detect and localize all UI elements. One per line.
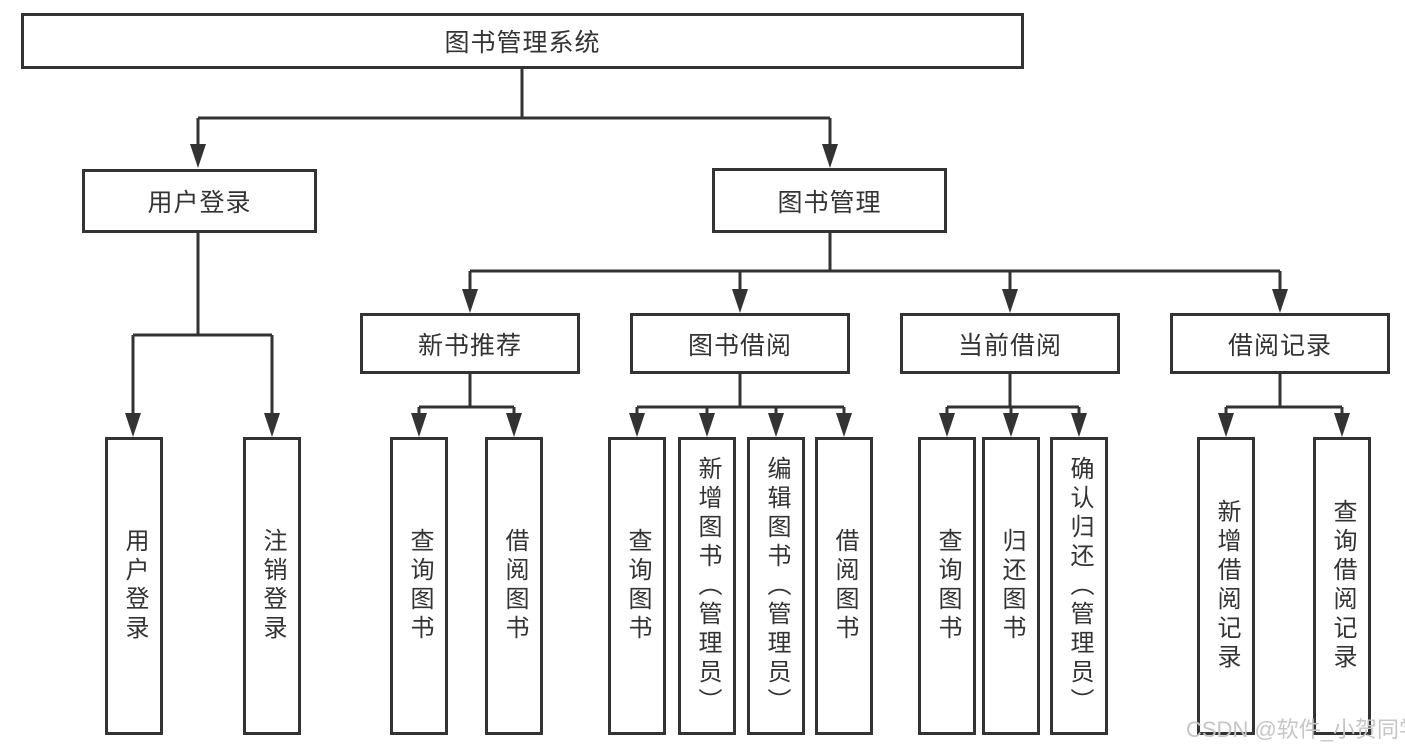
leaf-query-books-borrow: 查询图书 xyxy=(608,437,666,735)
arrowheads-currentborrow-to-leaves xyxy=(939,413,1087,437)
connector-currentborrow-to-leaves xyxy=(945,374,1081,415)
arrowheads-bookmgmt-to-level3 xyxy=(462,289,1288,313)
leaf-query-books-current: 查询图书 xyxy=(918,437,976,735)
leaf-edit-books-admin-label: 编辑图书（管理员） xyxy=(763,455,790,717)
connector-bookborrow-to-leaves xyxy=(635,374,846,415)
leaf-add-books-admin: 新增图书（管理员） xyxy=(678,437,736,735)
node-book-management-label: 图书管理 xyxy=(777,188,882,217)
leaf-user-login-label: 用户登录 xyxy=(121,528,148,644)
connector-newbook-to-leaves xyxy=(417,374,516,415)
node-current-borrow-label: 当前借阅 xyxy=(957,331,1062,360)
leaf-logout: 注销登录 xyxy=(243,437,301,735)
connector-root-to-level2 xyxy=(196,69,832,146)
leaf-add-books-admin-label: 新增图书（管理员） xyxy=(694,455,721,717)
node-borrow-records-label: 借阅记录 xyxy=(1227,331,1332,360)
arrowheads-root-to-level2 xyxy=(190,144,838,168)
arrowheads-borrowrecords-to-leaves xyxy=(1218,413,1350,437)
node-new-book-recommend-label: 新书推荐 xyxy=(417,331,522,360)
leaf-query-books-borrow-label: 查询图书 xyxy=(624,528,651,644)
leaf-query-books-current-label: 查询图书 xyxy=(934,528,961,644)
leaf-edit-books-admin: 编辑图书（管理员） xyxy=(747,437,805,735)
connector-borrowrecords-to-leaves xyxy=(1224,374,1344,415)
leaf-query-borrow-record: 查询借阅记录 xyxy=(1313,437,1371,735)
connector-bookmgmt-to-level3 xyxy=(468,233,1282,291)
csdn-watermark: CSDN @软件_小贺同学 xyxy=(1186,717,1405,742)
leaf-query-borrow-record-label: 查询借阅记录 xyxy=(1329,499,1356,673)
leaf-query-books-recommend-label: 查询图书 xyxy=(406,528,433,644)
leaf-logout-label: 注销登录 xyxy=(259,528,286,644)
leaf-borrow-books-label: 借阅图书 xyxy=(831,528,858,644)
node-book-management: 图书管理 xyxy=(712,168,947,233)
leaf-add-borrow-record-label: 新增借阅记录 xyxy=(1213,499,1240,673)
arrowheads-newbook-to-leaves xyxy=(411,413,522,437)
node-book-borrow: 图书借阅 xyxy=(630,313,850,374)
node-root: 图书管理系统 xyxy=(21,13,1024,69)
leaf-borrow-books-recommend-label: 借阅图书 xyxy=(501,528,528,644)
node-book-borrow-label: 图书借阅 xyxy=(687,331,792,360)
leaf-add-borrow-record: 新增借阅记录 xyxy=(1197,437,1255,735)
leaf-user-login: 用户登录 xyxy=(105,437,163,735)
leaf-query-books-recommend: 查询图书 xyxy=(390,437,448,735)
leaf-borrow-books: 借阅图书 xyxy=(815,437,873,735)
node-borrow-records: 借阅记录 xyxy=(1170,313,1390,374)
node-user-login: 用户登录 xyxy=(82,169,317,233)
arrowheads-userlogin-to-leaves xyxy=(125,413,280,437)
leaf-return-books: 归还图书 xyxy=(982,437,1040,735)
leaf-borrow-books-recommend: 借阅图书 xyxy=(485,437,543,735)
connector-userlogin-to-leaves xyxy=(131,233,274,415)
leaf-confirm-return-admin: 确认归还（管理员） xyxy=(1050,437,1108,735)
arrowheads-bookborrow-to-leaves xyxy=(629,413,852,437)
leaf-confirm-return-admin-label: 确认归还（管理员） xyxy=(1066,455,1093,717)
node-current-borrow: 当前借阅 xyxy=(900,313,1120,374)
node-new-book-recommend: 新书推荐 xyxy=(360,313,580,374)
node-user-login-label: 用户登录 xyxy=(147,189,252,217)
node-root-label: 图书管理系统 xyxy=(444,29,601,57)
leaf-return-books-label: 归还图书 xyxy=(998,528,1025,644)
